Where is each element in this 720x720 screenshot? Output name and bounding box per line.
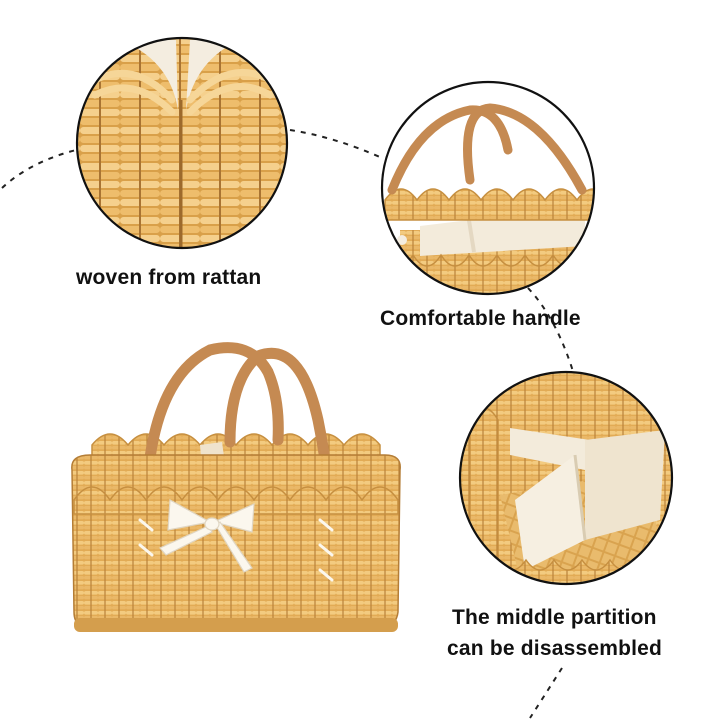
callout-handle-closeup [380,80,596,296]
ribbon-bow [159,499,255,573]
callout-woven-closeup [75,36,289,250]
caption-partition-line-1: The middle partition [452,606,657,629]
caption-woven-from-rattan: woven from rattan [76,266,262,289]
caption-partition-line-2: can be disassembled [447,637,663,660]
caption-comfortable-handle: Comfortable handle [380,307,581,330]
dashed-connectors [1,129,576,719]
callout-partition-closeup [458,370,674,586]
main-basket [71,342,401,632]
